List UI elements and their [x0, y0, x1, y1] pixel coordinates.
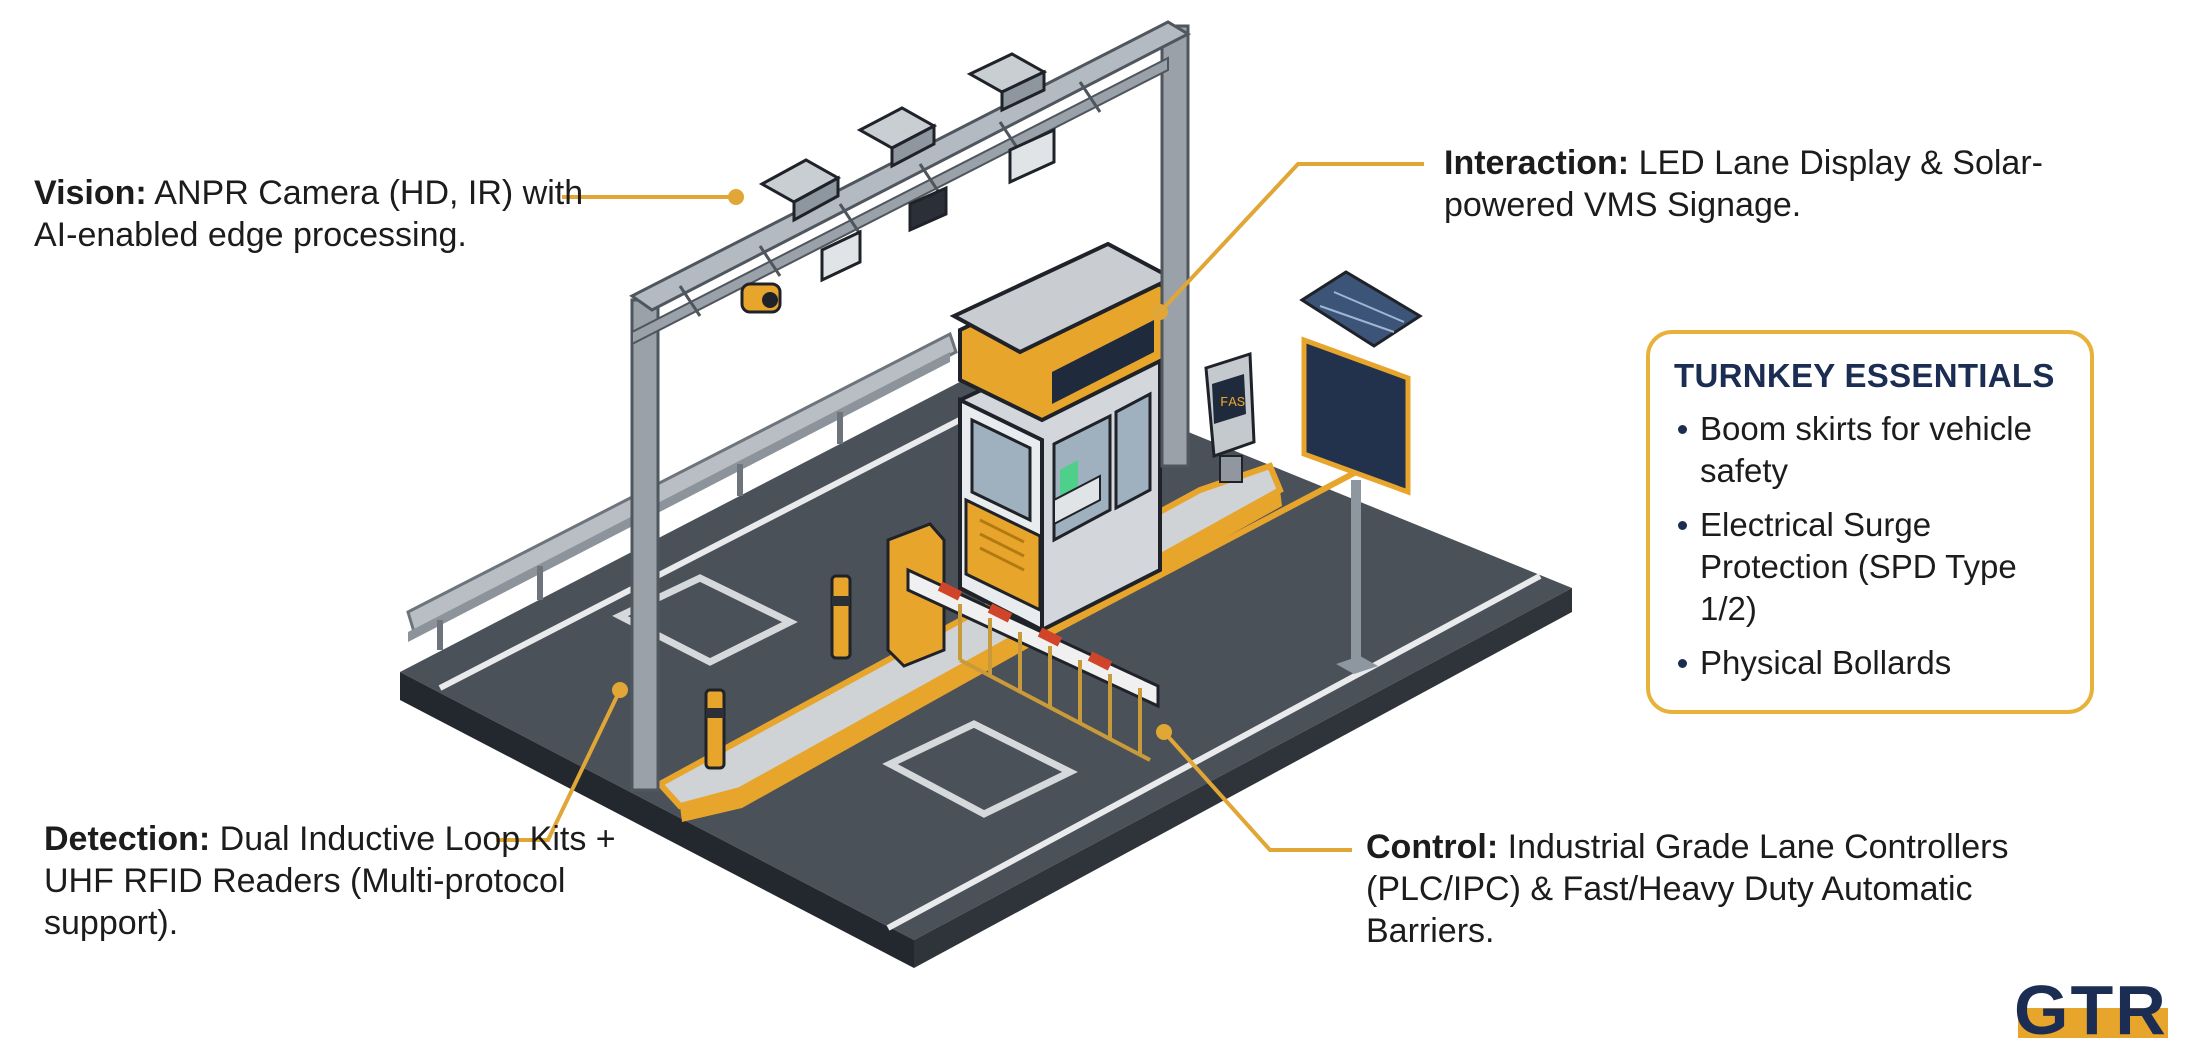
detection-text: Dual Inductive Loop Kits + UHF RFID Read… [44, 820, 616, 942]
essentials-item: Electrical Surge Protection (SPD Type 1/… [1674, 504, 2066, 630]
vision-text: ANPR Camera (HD, IR) with AI-enabled edg… [34, 174, 584, 254]
gtr-logo: GTR [2014, 971, 2168, 1040]
vision-callout: Vision: ANPR Camera (HD, IR) with AI-ena… [34, 172, 594, 256]
kiosk-display-text: FAS [1220, 395, 1245, 411]
guardrail [406, 331, 958, 650]
ir-illuminator [820, 127, 1056, 283]
callout-leaders [496, 162, 1424, 852]
control-text: Industrial Grade Lane Controllers (PLC/I… [1366, 828, 2009, 950]
essentials-title: TURNKEY ESSENTIALS [1674, 357, 2055, 394]
essentials-item: Physical Bollards [1674, 642, 2066, 684]
essentials-item: Boom skirts for vehicle safety [1674, 408, 2066, 492]
control-callout: Control: Industrial Grade Lane Controlle… [1366, 826, 2066, 952]
detection-label: Detection: [44, 820, 211, 858]
bollards [704, 574, 852, 770]
detection-callout: Detection: Dual Inductive Loop Kits + UH… [44, 818, 644, 944]
anpr-camera [740, 52, 1048, 314]
toll-booth [949, 241, 1177, 634]
solar-vms-sign [1299, 270, 1423, 674]
interaction-label: Interaction: [1444, 144, 1630, 182]
control-label: Control: [1366, 828, 1499, 866]
automatic-barrier [886, 522, 1160, 762]
inductive-loop [612, 574, 1078, 818]
essentials-list: Boom skirts for vehicle safety Electrica… [1674, 408, 2066, 684]
interaction-text: LED Lane Display & Solar-powered VMS Sig… [1444, 144, 2043, 224]
vision-label: Vision: [34, 174, 147, 212]
logo-text: GTR [2014, 971, 2168, 1040]
interaction-callout: Interaction: LED Lane Display & Solar-po… [1444, 142, 2144, 226]
callout-dots [612, 189, 1172, 740]
turnkey-essentials-box: TURNKEY ESSENTIALS Boom skirts for vehic… [1646, 330, 2094, 714]
lane-kiosk: FAS [1204, 351, 1256, 483]
camera-gantry [629, 20, 1192, 792]
